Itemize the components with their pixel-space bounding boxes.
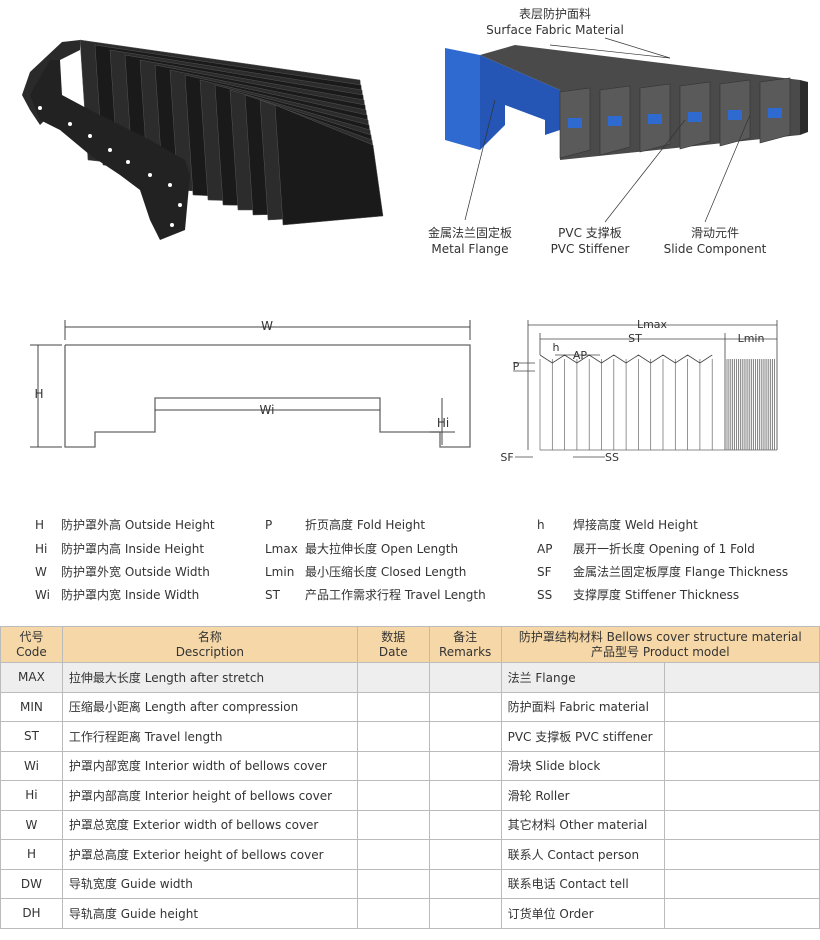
cross-section-drawing: W H Wi Hi [30, 319, 471, 448]
pvc-stiffener-label: PVC 支撑板 PVC Stiffener [550, 226, 630, 256]
dim-p: P [513, 360, 520, 373]
dim-lmax: Lmax [637, 318, 668, 331]
dim-small-h: h [553, 341, 560, 354]
pvc-stiffeners [559, 77, 791, 159]
metal-flange-label: 金属法兰固定板 Metal Flange [427, 226, 512, 256]
header-material: 防护罩结构材料 Bellows cover structure material… [500, 626, 820, 663]
surface-fabric-label: 表层防护面料 Surface Fabric Material [486, 7, 624, 37]
bellows-cover-photo [22, 39, 384, 240]
dim-st: ST [628, 332, 642, 345]
dim-w: W [261, 319, 273, 333]
bellows-folds [79, 39, 384, 226]
side-view-drawing: Lmax ST Lmin h AP P SF SS [500, 318, 778, 464]
dim-sf: SF [500, 451, 513, 464]
dim-h: H [34, 387, 43, 401]
dim-ss: SS [605, 451, 619, 464]
structure-diagram [445, 37, 808, 223]
blue-metal-flange [445, 48, 480, 150]
dim-wi: Wi [260, 403, 275, 417]
side-folds [539, 354, 777, 451]
dim-hi: Hi [437, 416, 449, 430]
slide-component-label: 滑动元件 Slide Component [663, 226, 767, 256]
dim-ap: AP [573, 349, 588, 362]
dim-lmin: Lmin [738, 332, 765, 345]
flange-holes [38, 106, 182, 227]
